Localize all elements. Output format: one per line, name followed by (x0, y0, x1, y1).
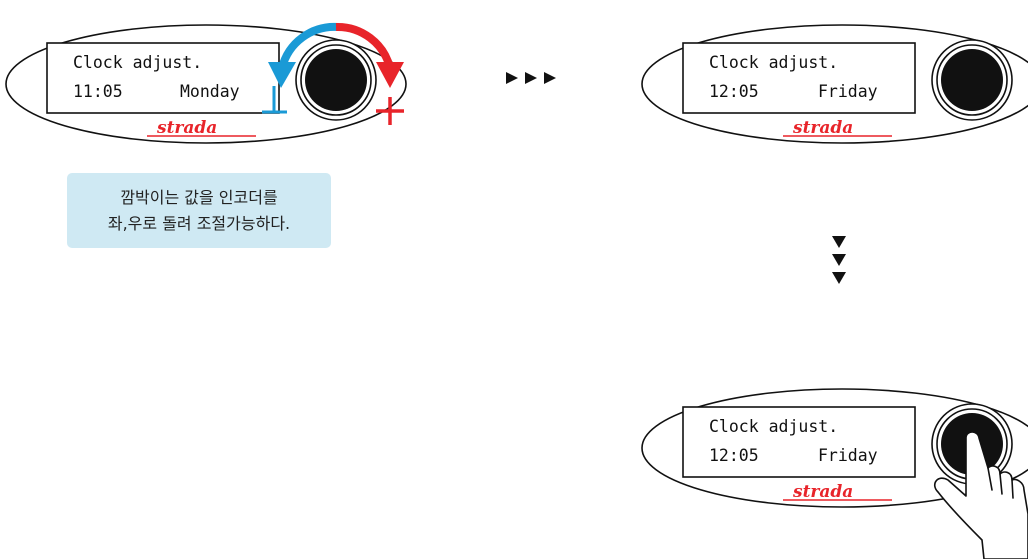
control-panel-1: Clock adjust. 11:05 Monday strada (0, 0, 420, 150)
lcd-time: 11:05 (73, 82, 123, 101)
control-panel-2: Clock adjust. 12:05 Friday strada (636, 0, 1028, 150)
minus-icon (262, 86, 287, 114)
lcd-display (682, 406, 916, 478)
triple-right-arrow-icon (506, 70, 562, 86)
plus-icon (376, 97, 404, 125)
lcd-display (682, 42, 916, 114)
caption-line-1: 깜박이는 값을 인코더를 (120, 187, 278, 207)
rotate-clockwise-icon (335, 22, 404, 88)
lcd-day: Friday (818, 446, 878, 465)
lcd-title: Clock adjust. (709, 417, 838, 436)
strada-logo: strada (156, 118, 217, 138)
rotate-counterclockwise-icon (268, 22, 339, 88)
triple-down-arrow-icon (831, 236, 847, 288)
lcd-title: Clock adjust. (709, 53, 838, 72)
lcd-day: Friday (818, 82, 878, 101)
strada-logo: strada (792, 118, 853, 138)
pressing-hand-icon (933, 431, 1028, 559)
encoder-knob[interactable] (931, 39, 1013, 121)
lcd-display (46, 42, 280, 114)
strada-logo: strada (792, 482, 853, 502)
lcd-title: Clock adjust. (73, 53, 202, 72)
lcd-time: 12:05 (709, 446, 759, 465)
lcd-day: Monday (180, 82, 240, 101)
control-panel-3: Clock adjust. 12:05 Friday strada (636, 364, 1028, 559)
caption-line-2: 좌,우로 돌려 조절가능하다. (107, 213, 291, 233)
encoder-knob[interactable] (295, 39, 377, 121)
lcd-time: 12:05 (709, 82, 759, 101)
instruction-caption: 깜박이는 값을 인코더를 좌,우로 돌려 조절가능하다. (67, 173, 331, 248)
